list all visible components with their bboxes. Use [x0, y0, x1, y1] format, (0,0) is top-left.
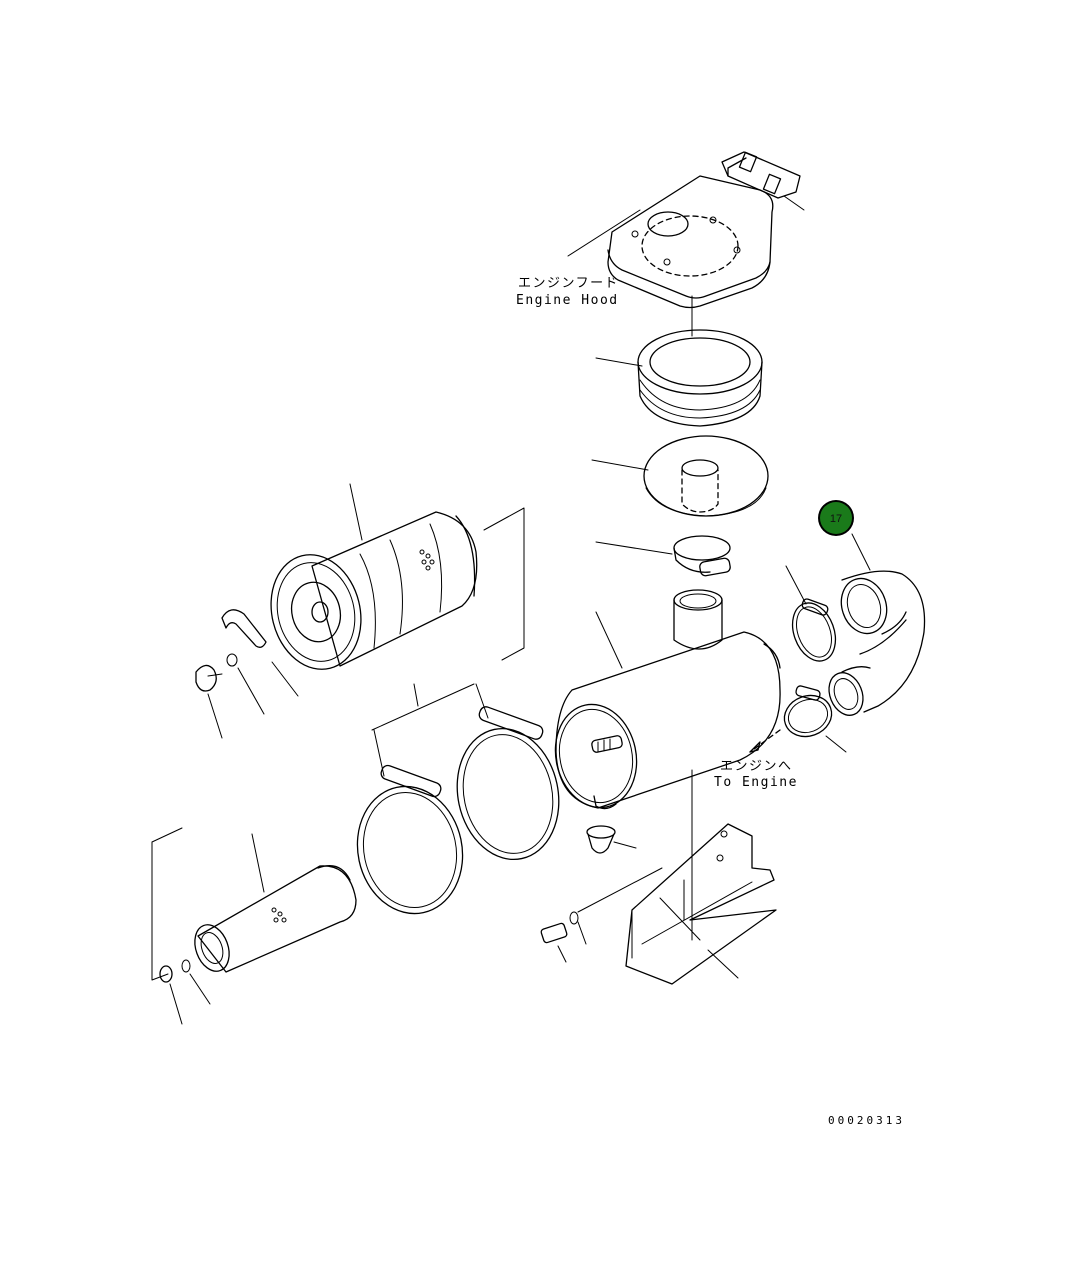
seal-ring-part	[595, 329, 763, 427]
nut-inner	[159, 959, 211, 1025]
engine-hood-label: エンジンフード Engine Hood	[516, 209, 641, 308]
inner-filter-element	[151, 827, 357, 981]
band-clamp-large-2	[456, 683, 560, 861]
callout-number: 17	[830, 513, 842, 525]
hose-clamp-upper	[785, 565, 837, 662]
evacuator-valve	[586, 825, 637, 854]
seal-gasket-arc	[221, 609, 299, 697]
engine-hood-en-label: Engine Hood	[516, 293, 619, 308]
wing-nut-outer	[195, 653, 265, 739]
band-clamp-top	[595, 535, 731, 577]
band-clamp-large-1	[356, 729, 464, 915]
outer-filter-element	[270, 483, 525, 670]
air-cleaner-body	[554, 589, 781, 941]
mounting-bracket	[625, 823, 777, 985]
baffle-disc-part	[591, 435, 769, 517]
document-number: 00020313	[828, 1114, 905, 1127]
to-engine-en-label: To Engine	[714, 775, 798, 790]
engine-hood-part	[607, 151, 805, 337]
to-engine-jp-label: エンジンへ	[720, 759, 793, 774]
elbow-hose-part	[828, 533, 926, 716]
hose-clamp-lower	[783, 685, 847, 753]
callout-17[interactable]: 17	[818, 500, 854, 536]
to-engine-label: エンジンへ To Engine	[714, 729, 798, 790]
bolt-part	[540, 867, 663, 963]
engine-hood-jp-label: エンジンフード	[518, 276, 619, 291]
